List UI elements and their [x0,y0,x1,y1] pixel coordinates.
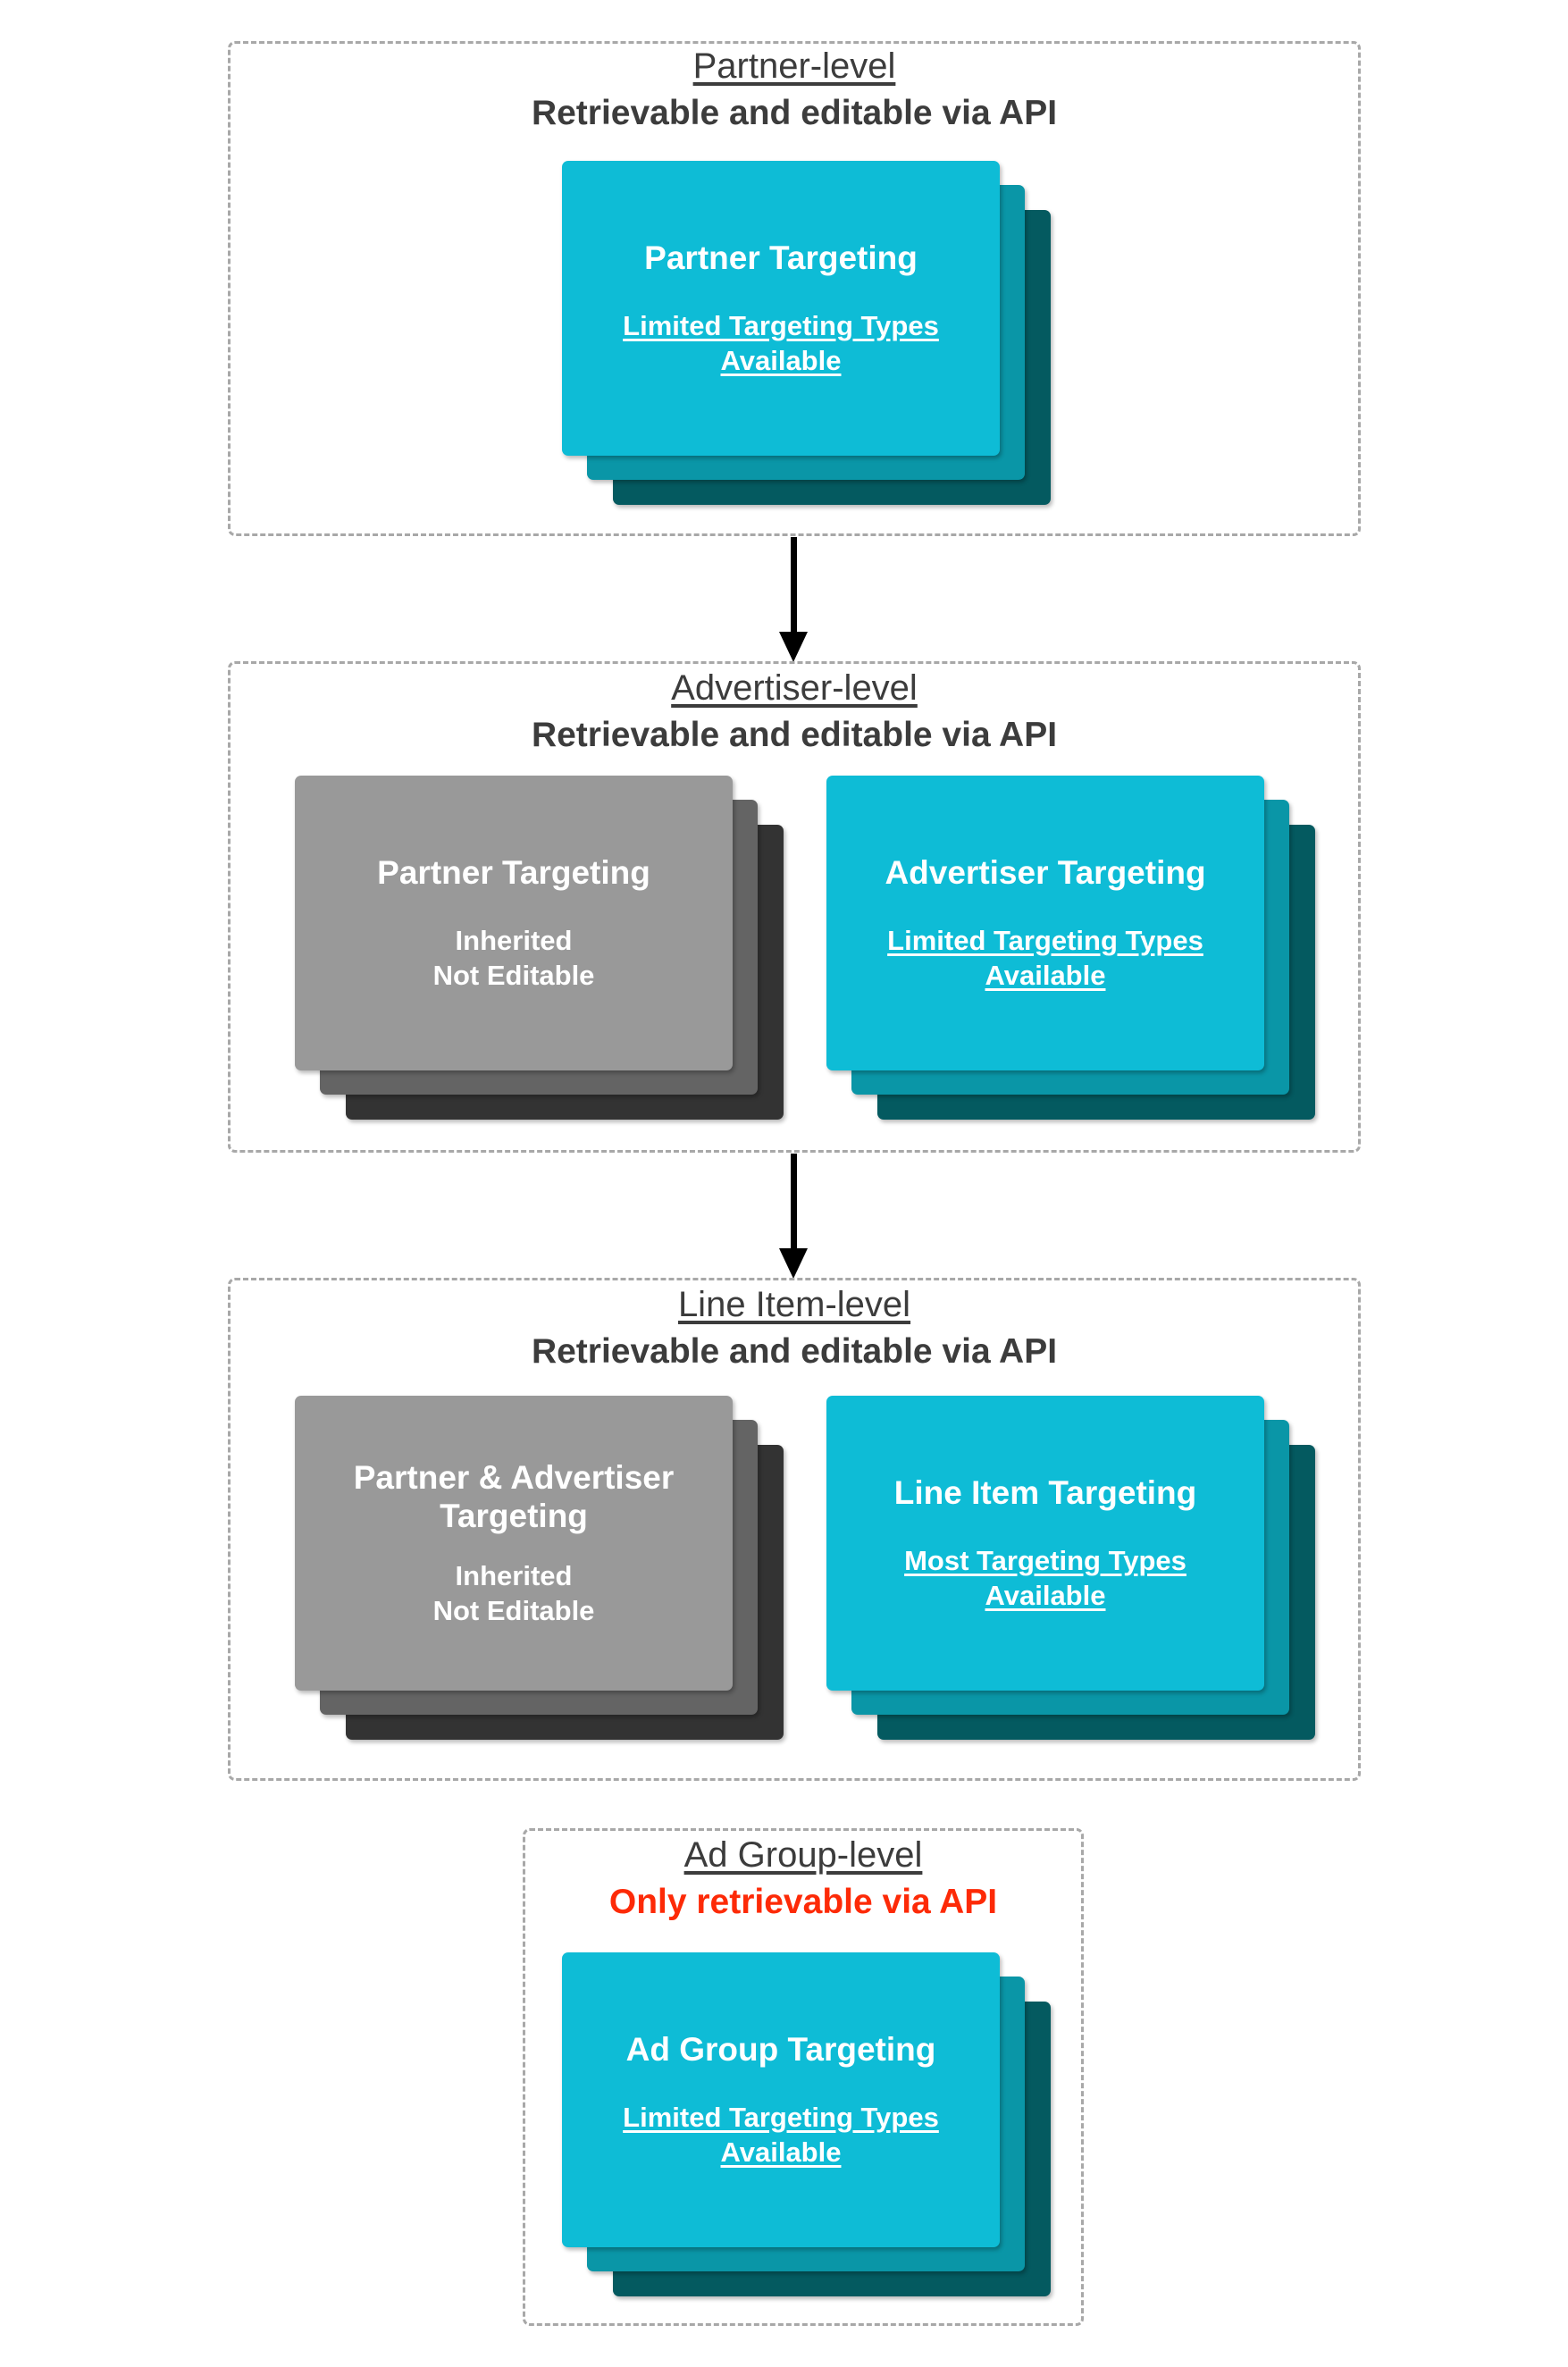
card-subtitle: Inherited Not Editable [432,924,595,991]
card-title: Partner & Advertiser Targeting [353,1458,675,1534]
card-front-ad-group-targeting[interactable]: Ad Group Targeting Limited Targeting Typ… [562,1952,1000,2247]
arrow-shaft [791,537,797,637]
card-stack-line-item-inherited[interactable]: Partner & Advertiser Targeting Inherited… [295,1396,784,1740]
card-front-advertiser-targeting[interactable]: Advertiser Targeting Limited Targeting T… [826,776,1264,1070]
card-subtitle: Limited Targeting Types Available [887,924,1203,991]
arrow-partner-to-advertiser [776,537,811,662]
card-stack-partner-targeting[interactable]: Partner Targeting Limited Targeting Type… [562,161,1051,505]
level-box-advertiser [228,661,1361,1153]
card-stack-line-item-targeting[interactable]: Line Item Targeting Most Targeting Types… [826,1396,1315,1740]
card-title: Partner Targeting [377,854,650,892]
card-front-line-item-targeting[interactable]: Line Item Targeting Most Targeting Types… [826,1396,1264,1691]
level-box-line-item [228,1278,1361,1781]
card-subtitle: Most Targeting Types Available [904,1544,1186,1611]
card-subtitle: Limited Targeting Types Available [623,2101,939,2168]
level-box-partner [228,41,1361,536]
card-front-partner-targeting[interactable]: Partner Targeting Limited Targeting Type… [562,161,1000,456]
card-title: Line Item Targeting [893,1474,1197,1512]
card-stack-advertiser-targeting[interactable]: Advertiser Targeting Limited Targeting T… [826,776,1315,1120]
arrow-head-icon [779,1248,808,1279]
arrow-shaft [791,1154,797,1254]
card-title: Partner Targeting [644,239,918,277]
card-stack-advertiser-inherited-partner[interactable]: Partner Targeting Inherited Not Editable [295,776,784,1120]
card-stack-ad-group-targeting[interactable]: Ad Group Targeting Limited Targeting Typ… [562,1952,1051,2296]
card-front-inherited-partner-advertiser-targeting[interactable]: Partner & Advertiser Targeting Inherited… [295,1396,733,1691]
card-title: Advertiser Targeting [885,854,1206,892]
arrow-head-icon [779,632,808,662]
card-subtitle: Inherited Not Editable [432,1560,595,1627]
arrow-advertiser-to-line-item [776,1154,811,1279]
level-box-ad-group [523,1828,1084,2326]
card-front-inherited-partner-targeting[interactable]: Partner Targeting Inherited Not Editable [295,776,733,1070]
card-subtitle: Limited Targeting Types Available [623,309,939,376]
card-title: Ad Group Targeting [625,2031,936,2069]
